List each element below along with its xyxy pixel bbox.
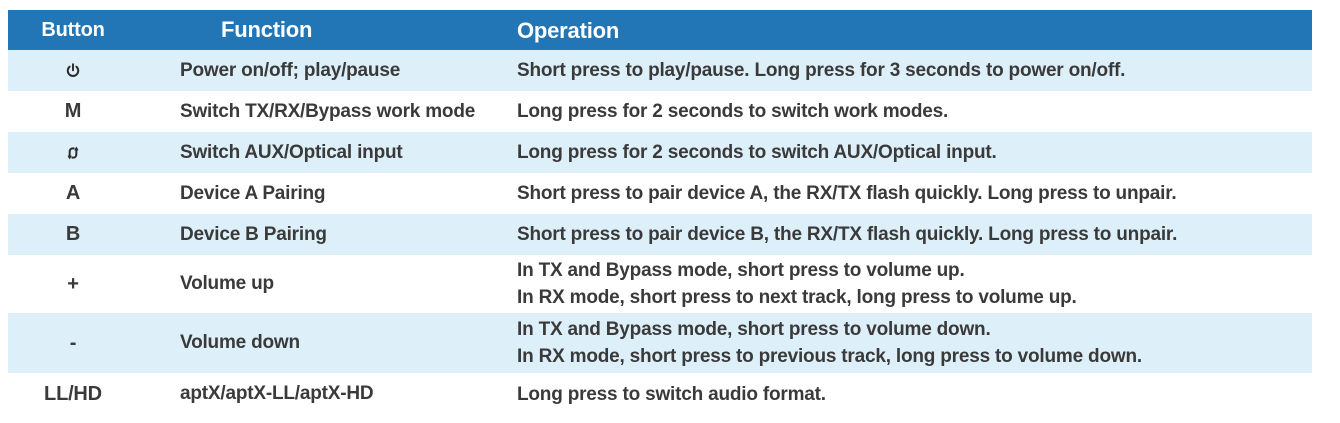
button-cell: + <box>67 272 79 295</box>
table-row: LL/HD aptX/aptX-LL/aptX-HD Long press to… <box>8 373 1312 415</box>
table-row: B Device B Pairing Short press to pair d… <box>8 214 1312 255</box>
function-cell: Switch AUX/Optical input <box>180 141 403 163</box>
function-cell: Volume up <box>180 273 274 294</box>
table-row: Power on/off; play/pause Short press to … <box>8 50 1312 91</box>
operation-line: Short press to pair device A, the RX/TX … <box>517 183 1177 204</box>
button-cell: A <box>65 182 81 204</box>
table-row: A Device A Pairing Short press to pair d… <box>8 173 1312 214</box>
function-cell: aptX/aptX-LL/aptX-HD <box>180 383 374 404</box>
function-cell: Switch TX/RX/Bypass work mode <box>180 100 476 122</box>
operation-cell: Short press to play/pause. Long press fo… <box>508 57 1312 84</box>
function-cell: Device A Pairing <box>180 182 326 204</box>
operation-line: Long press for 2 seconds to switch work … <box>517 101 949 122</box>
table-row: + Volume up In TX and Bypass mode, short… <box>8 255 1312 313</box>
operation-cell: Short press to pair device A, the RX/TX … <box>508 180 1312 207</box>
header-operation: Operation <box>517 17 620 43</box>
operation-line: In TX and Bypass mode, short press to vo… <box>517 260 965 281</box>
operation-cell: Short press to pair device B, the RX/TX … <box>508 221 1312 248</box>
operation-cell: In TX and Bypass mode, short press to vo… <box>508 316 1312 370</box>
operation-cell: Long press to switch audio format. <box>508 381 1312 408</box>
table-row: - Volume down In TX and Bypass mode, sho… <box>8 313 1312 373</box>
button-cell: B <box>65 223 81 245</box>
operation-line: Long press to switch audio format. <box>517 383 826 405</box>
table-row: Switch AUX/Optical input Long press for … <box>8 132 1312 173</box>
function-cell: Volume down <box>180 332 300 353</box>
button-cell: - <box>69 331 77 354</box>
button-cell: LL/HD <box>44 382 102 405</box>
button-cell <box>8 141 138 164</box>
operation-line: Long press for 2 seconds to switch AUX/O… <box>517 142 997 163</box>
header-function: Function <box>221 17 313 42</box>
table-row: M Switch TX/RX/Bypass work mode Long pre… <box>8 91 1312 132</box>
operation-line: In TX and Bypass mode, short press to vo… <box>517 319 991 340</box>
button-cell: M <box>64 100 82 122</box>
power-icon <box>64 62 82 80</box>
operation-line: Short press to pair device B, the RX/TX … <box>517 224 1178 245</box>
operation-cell: Long press for 2 seconds to switch work … <box>508 98 1312 125</box>
function-cell: Power on/off; play/pause <box>180 59 401 81</box>
function-cell: Device B Pairing <box>180 223 327 245</box>
operation-line: In RX mode, short press to next track, l… <box>517 287 1077 308</box>
operation-line: In RX mode, short press to previous trac… <box>517 346 1142 367</box>
button-function-table: Button Function Operation Power on/off; … <box>8 10 1312 415</box>
swap-input-icon <box>65 144 81 162</box>
button-cell <box>8 59 138 82</box>
table-header-row: Button Function Operation <box>8 10 1312 50</box>
operation-cell: Long press for 2 seconds to switch AUX/O… <box>508 139 1312 166</box>
operation-cell: In TX and Bypass mode, short press to vo… <box>508 257 1312 311</box>
operation-line: Short press to play/pause. Long press fo… <box>517 60 1126 81</box>
header-button: Button <box>41 18 105 41</box>
